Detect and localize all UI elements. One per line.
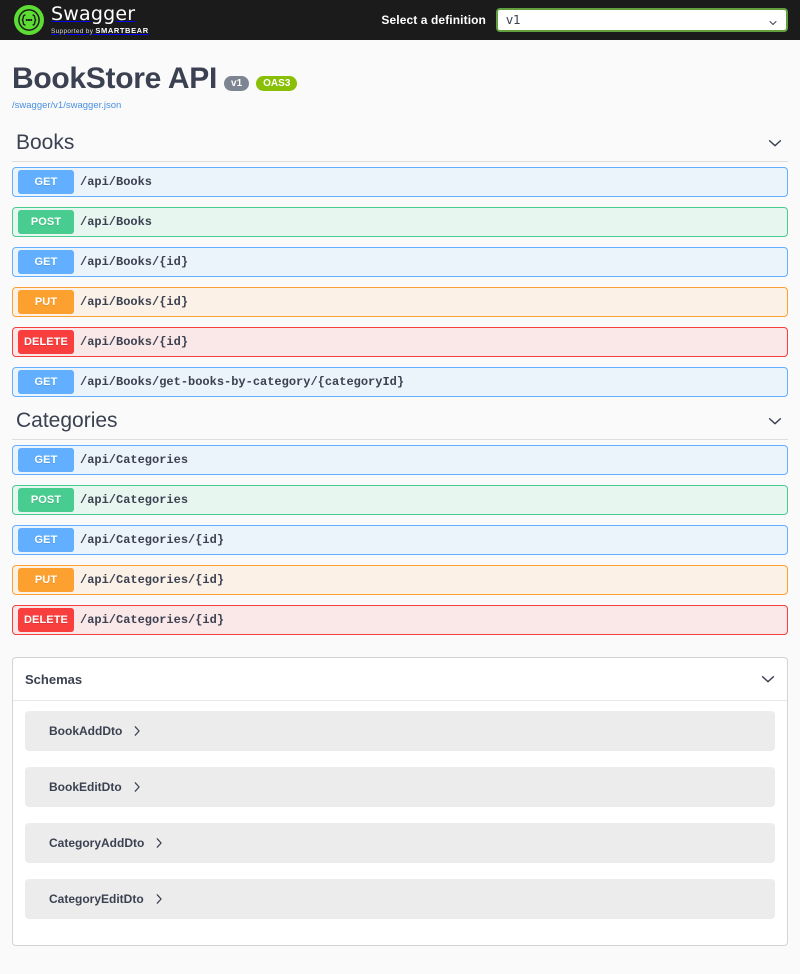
page-title: BookStore API (12, 62, 218, 95)
http-method-badge: DELETE (18, 330, 74, 354)
definition-label: Select a definition (381, 13, 486, 27)
schema-name: CategoryEditDto (49, 892, 144, 906)
http-method-badge: GET (18, 448, 74, 472)
chevron-down-icon (768, 15, 778, 25)
chevron-down-icon[interactable] (759, 670, 777, 688)
topbar: Swagger Supported by SMARTBEAR Select a … (0, 0, 800, 40)
chevron-right-icon[interactable] (130, 724, 144, 738)
http-method-badge: GET (18, 250, 74, 274)
tag-name: Categories (16, 409, 118, 432)
schema-name: BookEditDto (49, 780, 122, 794)
schema-name: BookAddDto (49, 724, 123, 738)
http-method-badge: PUT (18, 568, 74, 592)
operation-path: /api/Books (80, 215, 153, 229)
chevron-right-icon[interactable] (152, 892, 166, 906)
operation-path: /api/Books/{id} (80, 255, 189, 269)
schemas-title: Schemas (25, 671, 83, 687)
http-method-badge: POST (18, 488, 74, 512)
definition-selector-group: Select a definition v1 (381, 8, 788, 32)
schemas-header[interactable]: Schemas (13, 658, 787, 701)
operation-row[interactable]: GET/api/Books/{id} (12, 247, 788, 277)
operation-path: /api/Books/{id} (80, 335, 189, 349)
definition-select-value: v1 (506, 13, 521, 27)
chevron-down-icon[interactable] (766, 412, 784, 430)
operation-path: /api/Categories/{id} (80, 573, 225, 587)
supported-by-text: Supported by (51, 27, 94, 35)
smartbear-brand: SMARTBEAR (95, 25, 149, 35)
operation-row[interactable]: GET/api/Categories (12, 445, 788, 475)
operation-path: /api/Books (80, 175, 153, 189)
schema-row[interactable]: CategoryEditDto (25, 879, 775, 919)
definition-select[interactable]: v1 (496, 8, 788, 32)
operation-path: /api/Books/get-books-by-category/{catego… (80, 375, 405, 389)
operation-row[interactable]: DELETE/api/Categories/{id} (12, 605, 788, 635)
operation-path: /api/Books/{id} (80, 295, 189, 309)
http-method-badge: POST (18, 210, 74, 234)
operation-path: /api/Categories (80, 453, 189, 467)
oas-version-badge: OAS3 (256, 75, 298, 91)
http-method-badge: GET (18, 370, 74, 394)
operation-row[interactable]: DELETE/api/Books/{id} (12, 327, 788, 357)
tag-header-categories[interactable]: Categories (12, 409, 788, 440)
api-info: BookStore API v1 OAS3 /swagger/v1/swagge… (12, 40, 788, 119)
operation-row[interactable]: GET/api/Books/get-books-by-category/{cat… (12, 367, 788, 397)
chevron-right-icon[interactable] (130, 780, 144, 794)
http-method-badge: GET (18, 170, 74, 194)
operation-path: /api/Categories/{id} (80, 533, 225, 547)
schema-row[interactable]: BookEditDto (25, 767, 775, 807)
swagger-ui-page: BookStore API v1 OAS3 /swagger/v1/swagge… (0, 40, 800, 946)
schema-name: CategoryAddDto (49, 836, 145, 850)
swagger-logo-subtitle: Supported by SMARTBEAR (51, 27, 149, 36)
chevron-down-icon[interactable] (766, 134, 784, 152)
operation-row[interactable]: POST/api/Books (12, 207, 788, 237)
http-method-badge: GET (18, 528, 74, 552)
operation-path: /api/Categories/{id} (80, 613, 225, 627)
swagger-logo-icon (14, 5, 44, 35)
api-version-badge: v1 (224, 75, 250, 91)
tag-name: Books (16, 131, 75, 154)
swagger-logo-title: Swagger (51, 2, 136, 25)
tag-header-books[interactable]: Books (12, 131, 788, 162)
operation-row[interactable]: GET/api/Categories/{id} (12, 525, 788, 555)
operation-row[interactable]: PUT/api/Categories/{id} (12, 565, 788, 595)
spec-url-link[interactable]: /swagger/v1/swagger.json (12, 100, 122, 111)
operation-path: /api/Categories (80, 493, 189, 507)
api-title-row: BookStore API v1 OAS3 (12, 62, 788, 96)
schema-row[interactable]: BookAddDto (25, 711, 775, 751)
swagger-wordmark: Swagger Supported by SMARTBEAR (51, 2, 149, 36)
schema-row[interactable]: CategoryAddDto (25, 823, 775, 863)
operation-row[interactable]: PUT/api/Books/{id} (12, 287, 788, 317)
http-method-badge: DELETE (18, 608, 74, 632)
http-method-badge: PUT (18, 290, 74, 314)
swagger-logo-link[interactable]: Swagger Supported by SMARTBEAR (14, 2, 149, 36)
operation-row[interactable]: POST/api/Categories (12, 485, 788, 515)
chevron-right-icon[interactable] (152, 836, 166, 850)
operation-row[interactable]: GET/api/Books (12, 167, 788, 197)
